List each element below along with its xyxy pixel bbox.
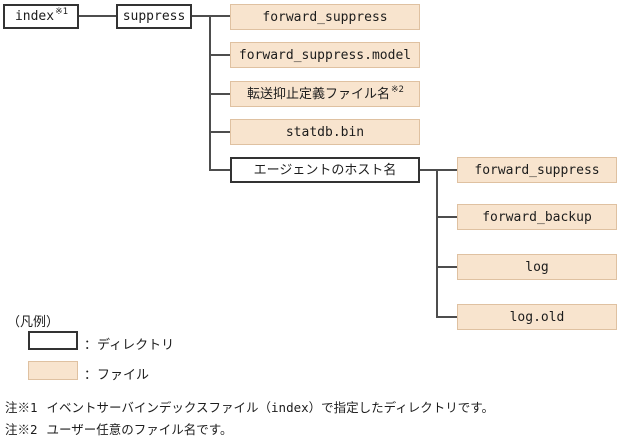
- node-agent-hostname: エージェントのホスト名: [230, 157, 420, 183]
- node-forward-suppress-model: forward_suppress.model: [230, 42, 420, 68]
- connector-host-branch-row2: [436, 216, 457, 218]
- node-transfer-suppress-def-file: 転送抑止定義ファイル名※2: [230, 81, 420, 107]
- legend-file-swatch: [28, 361, 78, 380]
- node-forward-suppress-model-label: forward_suppress.model: [238, 47, 412, 63]
- node-log-old: log.old: [457, 304, 617, 330]
- node-host-forward-backup-label: forward_backup: [482, 209, 592, 225]
- footnote-1: 注※1 イベントサーバインデックスファイル（index）で指定したディレクトリで…: [5, 397, 494, 416]
- footnote-2-prefix: 注※2: [5, 422, 38, 437]
- node-index-footnote-ref: ※1: [55, 7, 69, 17]
- connector-branch-row2: [209, 54, 230, 56]
- node-statdb-bin-label: statdb.bin: [285, 124, 365, 140]
- node-host-forward-backup: forward_backup: [457, 204, 617, 230]
- node-index: index※1: [3, 4, 79, 29]
- connector-trunk-host: [436, 169, 438, 318]
- node-suppress-label: suppress: [122, 9, 186, 24]
- connector-host-row1: [420, 169, 457, 171]
- node-host-forward-suppress: forward_suppress: [457, 157, 617, 183]
- node-transfer-suppress-def-file-footnote-ref: ※2: [391, 84, 404, 95]
- connector-host-branch-row4: [436, 316, 457, 318]
- connector-branch-row5: [209, 169, 230, 171]
- legend-file-label: ：ファイル: [84, 368, 150, 383]
- connector-suppress-row1: [192, 15, 230, 17]
- connector-host-branch-row3: [436, 266, 457, 268]
- node-suppress: suppress: [116, 4, 192, 29]
- node-statdb-bin: statdb.bin: [230, 119, 420, 145]
- legend-directory-label: ：ディレクトリ: [84, 338, 175, 353]
- connector-branch-row4: [209, 131, 230, 133]
- node-log-label: log: [525, 259, 549, 275]
- node-agent-hostname-label: エージェントのホスト名: [253, 162, 397, 178]
- node-transfer-suppress-def-file-label: 転送抑止定義ファイル名: [247, 86, 391, 102]
- legend-title: （凡例）: [7, 315, 60, 330]
- footnote-1-text: イベントサーバインデックスファイル（index）で指定したディレクトリです。: [46, 400, 495, 415]
- node-forward-suppress-label: forward_suppress: [262, 9, 388, 25]
- footnote-1-prefix: 注※1: [5, 400, 38, 415]
- connector-branch-row3: [209, 93, 230, 95]
- node-log-old-label: log.old: [509, 309, 565, 325]
- node-host-forward-suppress-label: forward_suppress: [474, 162, 600, 178]
- footnote-2-text: ユーザー任意のファイル名です。: [46, 422, 233, 437]
- legend-directory-swatch: [28, 331, 78, 350]
- node-forward-suppress: forward_suppress: [230, 4, 420, 30]
- node-log: log: [457, 254, 617, 280]
- node-index-label: index: [14, 9, 55, 24]
- footnote-2: 注※2 ユーザー任意のファイル名です。: [5, 419, 233, 438]
- connector-index-suppress: [79, 15, 116, 17]
